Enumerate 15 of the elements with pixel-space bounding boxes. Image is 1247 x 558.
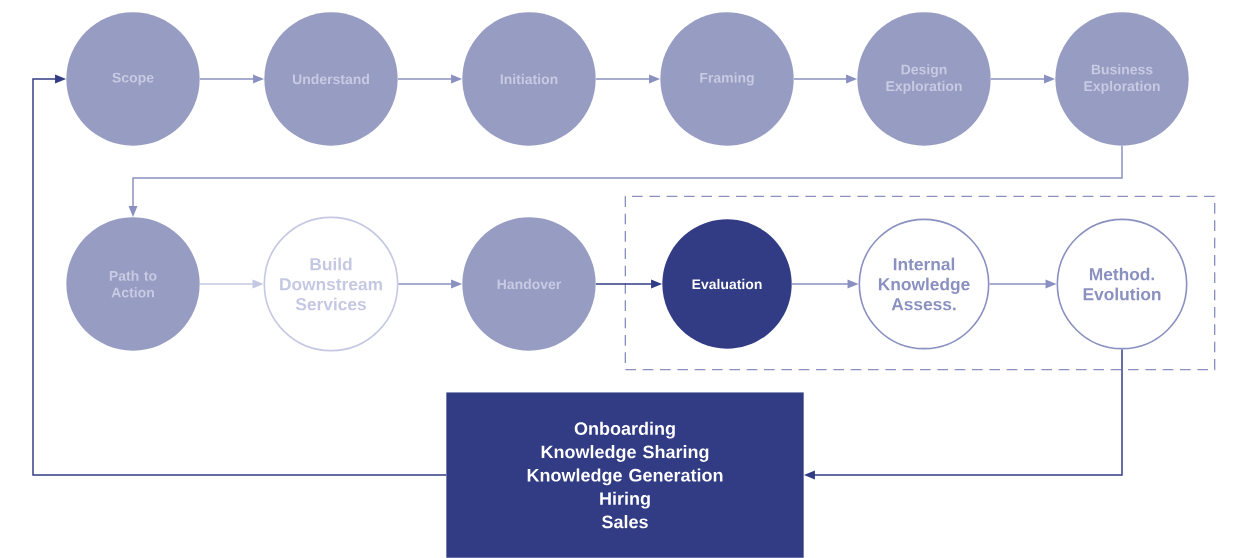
arrow (199, 279, 264, 289)
arrow (397, 74, 463, 84)
arrow (791, 279, 859, 289)
outcome-box: Onboarding Knowledge Sharing Knowledge Generation Hiring Sales (446, 392, 804, 558)
arrow (988, 279, 1057, 289)
arrow (397, 279, 463, 289)
arrow (128, 145, 1123, 218)
arrow (595, 74, 661, 84)
dashed-frame (624, 195, 1216, 371)
arrow (793, 74, 858, 84)
arrow (199, 74, 265, 84)
arrow (990, 74, 1056, 84)
arrow (32, 74, 447, 476)
arrow (595, 279, 663, 289)
arrow (803, 348, 1123, 480)
